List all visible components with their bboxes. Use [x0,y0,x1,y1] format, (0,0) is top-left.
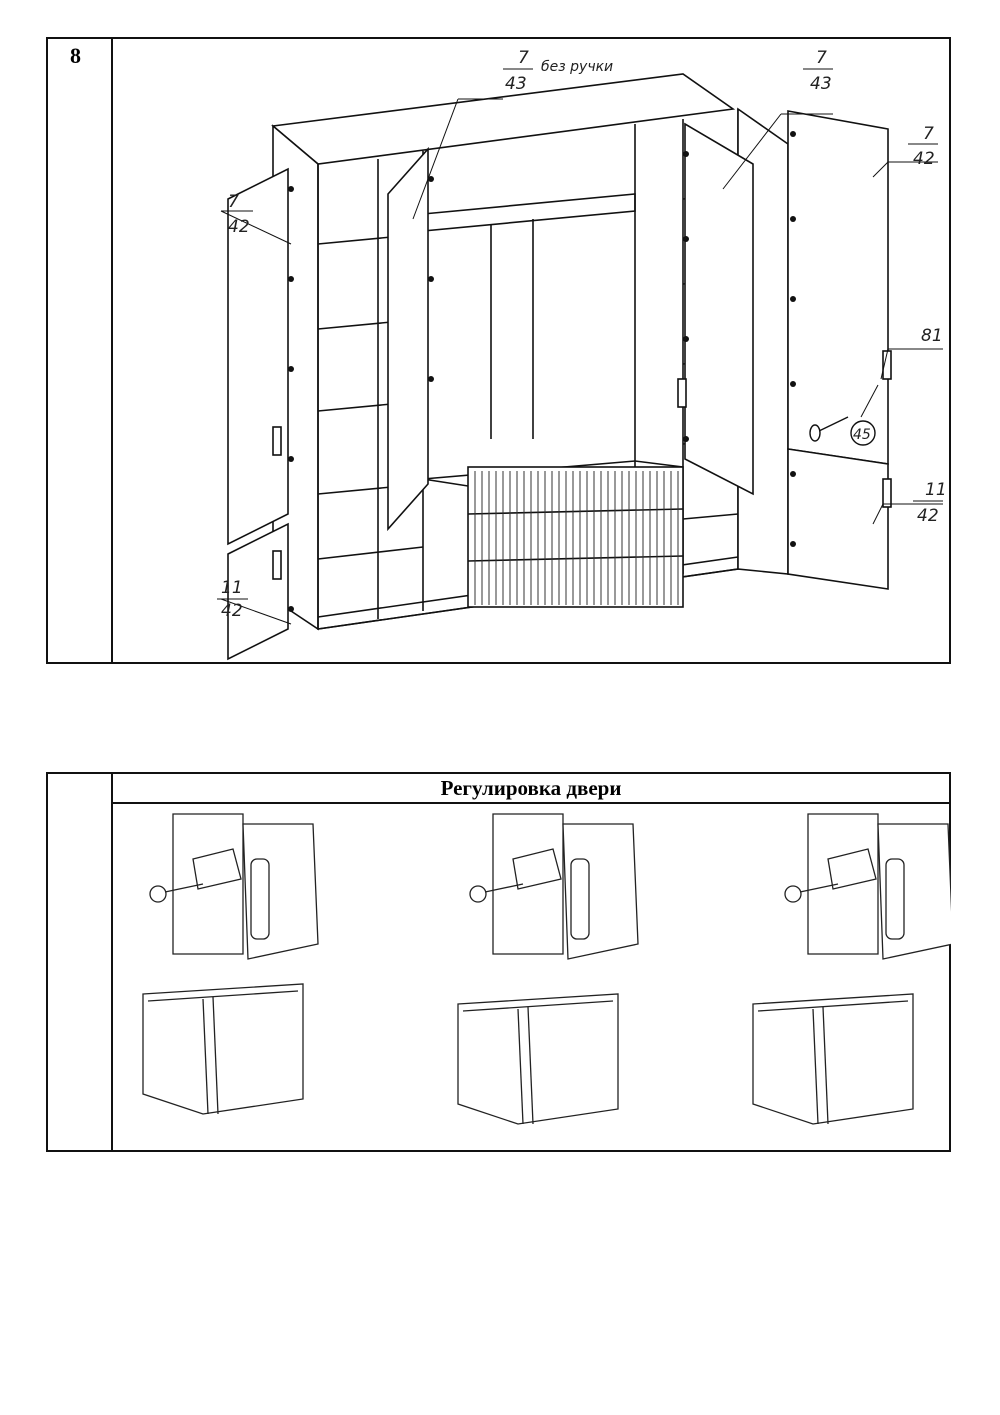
callout-door-top-right: 7 42 [908,124,938,169]
screw-part-number: 45 [853,427,871,443]
callout-door-bottom-right: 11 42 [913,480,947,526]
svg-text:42: 42 [917,506,939,526]
screwdriver-rotate-icon [149,885,167,903]
assembly-step-frame: 8 [46,37,951,664]
adjustment-title: Регулировка двери [440,776,622,800]
screw-icon [809,416,876,446]
adjustment-column-divider [111,774,113,1150]
callout-door-center-right: 7 43 [803,48,833,94]
hinge-adjustment-figure [784,813,951,960]
svg-text:43: 43 [810,74,832,94]
screwdriver-rotate-icon [784,885,802,903]
svg-text:7: 7 [816,48,827,68]
no-handle-note: без ручки [541,59,613,75]
callout-handle: 81 [921,326,943,346]
callout-door-bottom-left: 11 42 [217,578,248,621]
svg-text:11: 11 [925,480,947,500]
svg-text:81: 81 [921,326,943,346]
callout-door-center-left: 7 43 без ручки [503,48,613,94]
svg-text:11: 11 [221,578,243,598]
door-alignment-figure [142,983,304,1115]
svg-text:7: 7 [923,124,934,144]
door-adjustment-frame: Регулировка двери [46,772,951,1152]
svg-text:42: 42 [221,601,243,621]
svg-text:42: 42 [913,149,935,169]
svg-text:7: 7 [228,192,239,212]
svg-text:7: 7 [518,48,529,68]
door-alignment-figure [457,993,619,1125]
door-alignment-figure [752,993,914,1125]
screwdriver-rotate-icon [469,885,487,903]
wardrobe-assembly-drawing: 45 7 42 11 42 7 [217,48,947,661]
svg-text:43: 43 [505,74,527,94]
step-column-divider [111,39,113,662]
hinge-adjustment-figure [469,813,639,960]
svg-text:42: 42 [228,217,250,237]
hinge-adjustment-figure [149,813,319,960]
door-adjustment-illustrations [142,813,951,1125]
callout-door-top-left: 7 42 [221,192,253,237]
step-number: 8 [70,43,81,68]
title-divider [111,802,949,804]
